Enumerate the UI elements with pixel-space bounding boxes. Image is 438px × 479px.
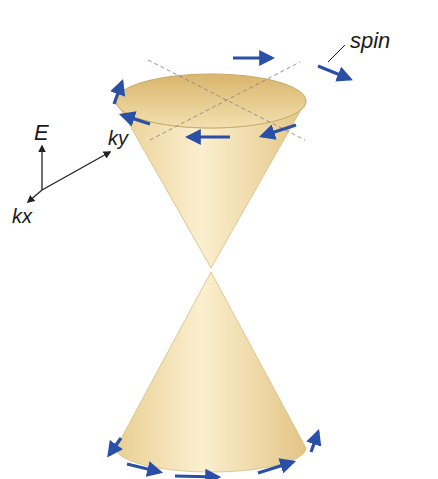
axis-label: ky bbox=[108, 128, 128, 148]
spin-arrows bbox=[109, 432, 318, 477]
axis-label: kx bbox=[12, 206, 32, 226]
leader-line bbox=[328, 45, 345, 62]
axes bbox=[28, 146, 110, 202]
cone-rim bbox=[116, 74, 306, 128]
spin-arrows bbox=[114, 58, 350, 137]
guide-lines bbox=[148, 60, 305, 140]
axis-label: E bbox=[34, 122, 49, 144]
lower-cone bbox=[116, 272, 306, 472]
spin-label: spin bbox=[350, 30, 390, 52]
